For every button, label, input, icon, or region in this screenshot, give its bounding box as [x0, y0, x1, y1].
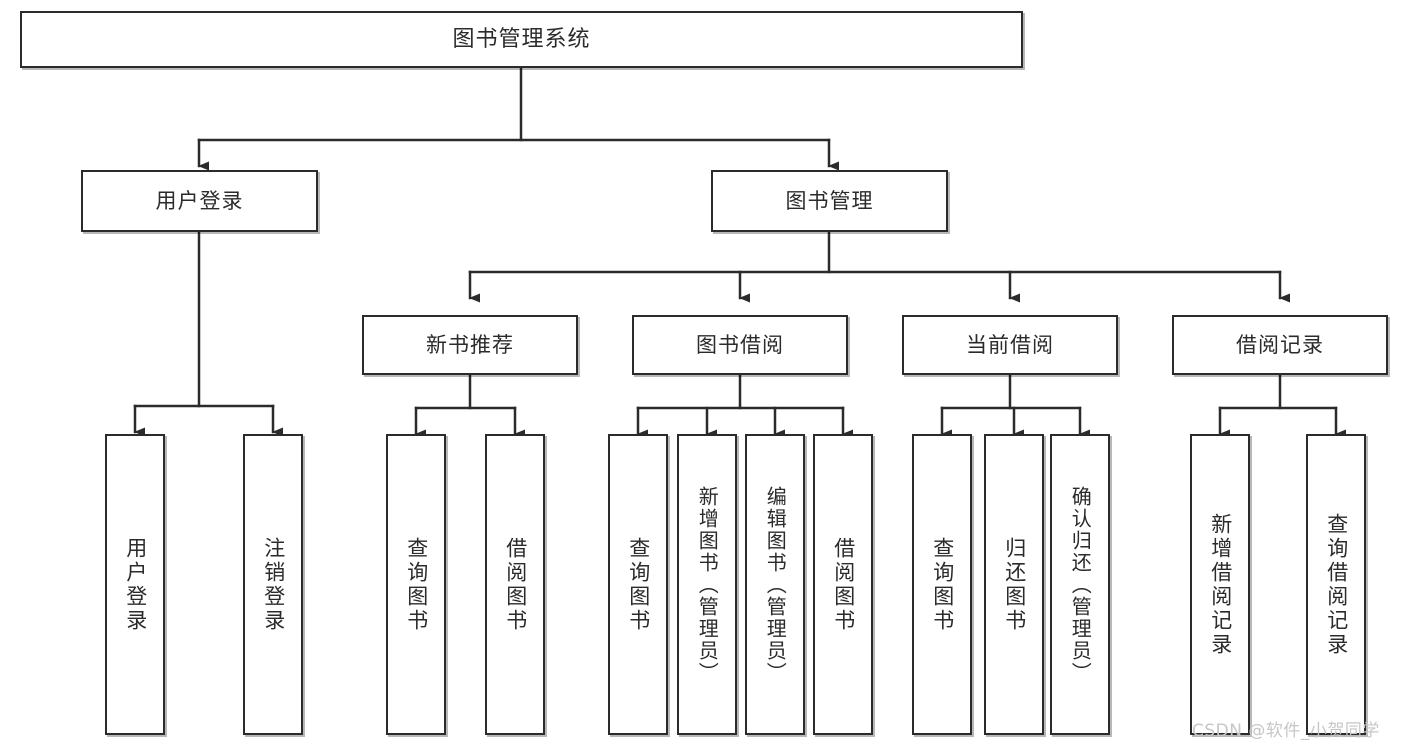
node-root[interactable]: 图书管理系统 [20, 11, 1023, 68]
node-current-borrow[interactable]: 当前借阅 [902, 315, 1118, 375]
node-borrow-record[interactable]: 借阅记录 [1172, 315, 1388, 375]
leaf-query-book-2[interactable]: 查询图书 [608, 434, 668, 735]
node-user-login[interactable]: 用户登录 [81, 170, 318, 232]
leaf-query-book-3[interactable]: 查询图书 [912, 434, 972, 735]
node-book-borrow[interactable]: 图书借阅 [632, 315, 848, 375]
leaf-label: 归还图书 [1002, 536, 1027, 633]
watermark-text: CSDN @软件_小贺同学 [1192, 721, 1380, 741]
node-label: 用户登录 [155, 188, 244, 213]
leaf-edit-book[interactable]: 编辑图书（管理员） [745, 434, 805, 735]
leaf-label: 查询图书 [626, 536, 651, 633]
node-label: 图书管理系统 [452, 26, 591, 52]
leaf-label: 查询图书 [930, 536, 955, 633]
node-book-manage[interactable]: 图书管理 [711, 170, 948, 232]
node-label: 图书借阅 [696, 332, 784, 357]
leaf-borrow-book-1[interactable]: 借阅图书 [485, 434, 545, 735]
node-label: 当前借阅 [966, 332, 1054, 357]
node-label: 图书管理 [785, 188, 874, 213]
leaf-confirm-return[interactable]: 确认归还（管理员） [1050, 434, 1110, 735]
leaf-user-login[interactable]: 用户登录 [105, 434, 165, 735]
leaf-label: 借阅图书 [831, 536, 856, 633]
leaf-borrow-book-2[interactable]: 借阅图书 [813, 434, 873, 735]
leaf-query-borrow-record[interactable]: 查询借阅记录 [1306, 434, 1366, 735]
leaf-label: 新增借阅记录 [1208, 512, 1233, 657]
leaf-label: 新增图书（管理员） [695, 485, 720, 684]
leaf-add-book[interactable]: 新增图书（管理员） [677, 434, 737, 735]
node-label: 借阅记录 [1236, 332, 1324, 357]
leaf-label: 查询图书 [404, 536, 429, 633]
leaf-label: 编辑图书（管理员） [763, 485, 788, 684]
leaf-query-book-1[interactable]: 查询图书 [386, 434, 446, 735]
leaf-add-borrow-record[interactable]: 新增借阅记录 [1190, 434, 1250, 735]
node-label: 新书推荐 [426, 332, 514, 357]
leaf-label: 借阅图书 [503, 536, 528, 633]
leaf-label: 用户登录 [123, 536, 148, 633]
leaf-return-book[interactable]: 归还图书 [984, 434, 1044, 735]
leaf-logout-login[interactable]: 注销登录 [243, 434, 303, 735]
leaf-label: 查询借阅记录 [1324, 512, 1349, 657]
leaf-label: 注销登录 [261, 536, 286, 633]
node-new-book-recommend[interactable]: 新书推荐 [362, 315, 578, 375]
leaf-label: 确认归还（管理员） [1068, 485, 1093, 684]
